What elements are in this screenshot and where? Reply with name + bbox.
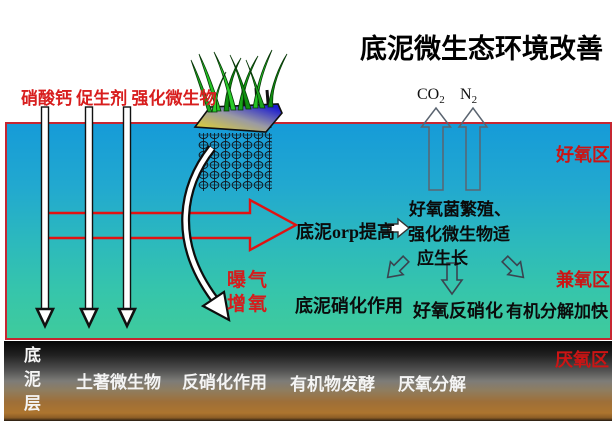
anaerobic-decomposition-label: 厌氧分解 [398, 375, 466, 394]
aeration-line1: 曝气 [227, 270, 270, 291]
water-body [5, 122, 612, 340]
zone-label-facultative: 兼氧区 [556, 270, 610, 290]
sediment-layer-label: 底泥层 [24, 346, 41, 413]
growth-text-line2: 强化微生物适 [408, 225, 510, 244]
n2-subscript: 2 [471, 94, 478, 107]
organic-fermentation-label: 有机物发酵 [290, 375, 375, 394]
zone-label-aerobic: 好氧区 [556, 145, 610, 165]
n2-label: N2 [460, 86, 477, 106]
injection-pipe-2 [78, 106, 100, 330]
aeration-label: 曝气 增氧 [227, 269, 275, 317]
indigenous-microbes-label: 土著微生物 [76, 373, 161, 392]
n2-up-arrow [457, 106, 489, 191]
injection-pipe-3 [116, 106, 138, 330]
aerobic-denitrification-label: 好氧反硝化 [413, 301, 503, 321]
co2-up-arrow [419, 106, 453, 191]
curved-aeration-arrow [181, 145, 231, 323]
biofilm-roots [198, 133, 272, 191]
down-left-arrow [386, 255, 410, 279]
n2-text: N [460, 86, 472, 103]
co2-label: CO2 [417, 86, 445, 106]
orp-right-arrow [387, 217, 411, 239]
growth-text-line1: 好氧菌繁殖、 [409, 200, 511, 219]
co2-text: CO [417, 86, 440, 103]
sediment-nitrification-label: 底泥硝化作用 [295, 296, 403, 316]
aeration-line2: 增氧 [227, 294, 270, 315]
down-arrow [440, 262, 464, 296]
zone-label-anaerobic: 厌氧区 [555, 350, 609, 370]
dosing-label: 硝酸钙 促生剂 强化微生物 [21, 89, 217, 108]
down-right-arrow [501, 255, 525, 279]
organic-decomposition-label: 有机分解加快 [506, 302, 608, 321]
page-title: 底泥微生态环境改善 [360, 34, 603, 64]
orp-label: 底泥orp提高 [296, 222, 395, 242]
growth-text-line3: 应生长 [417, 249, 468, 268]
co2-subscript: 2 [439, 94, 445, 107]
sediment-band [4, 341, 612, 421]
plants [190, 49, 288, 113]
denitrification-label: 反硝化作用 [182, 373, 267, 392]
injection-pipe-1 [34, 106, 56, 330]
red-flow-arrow [41, 197, 299, 253]
